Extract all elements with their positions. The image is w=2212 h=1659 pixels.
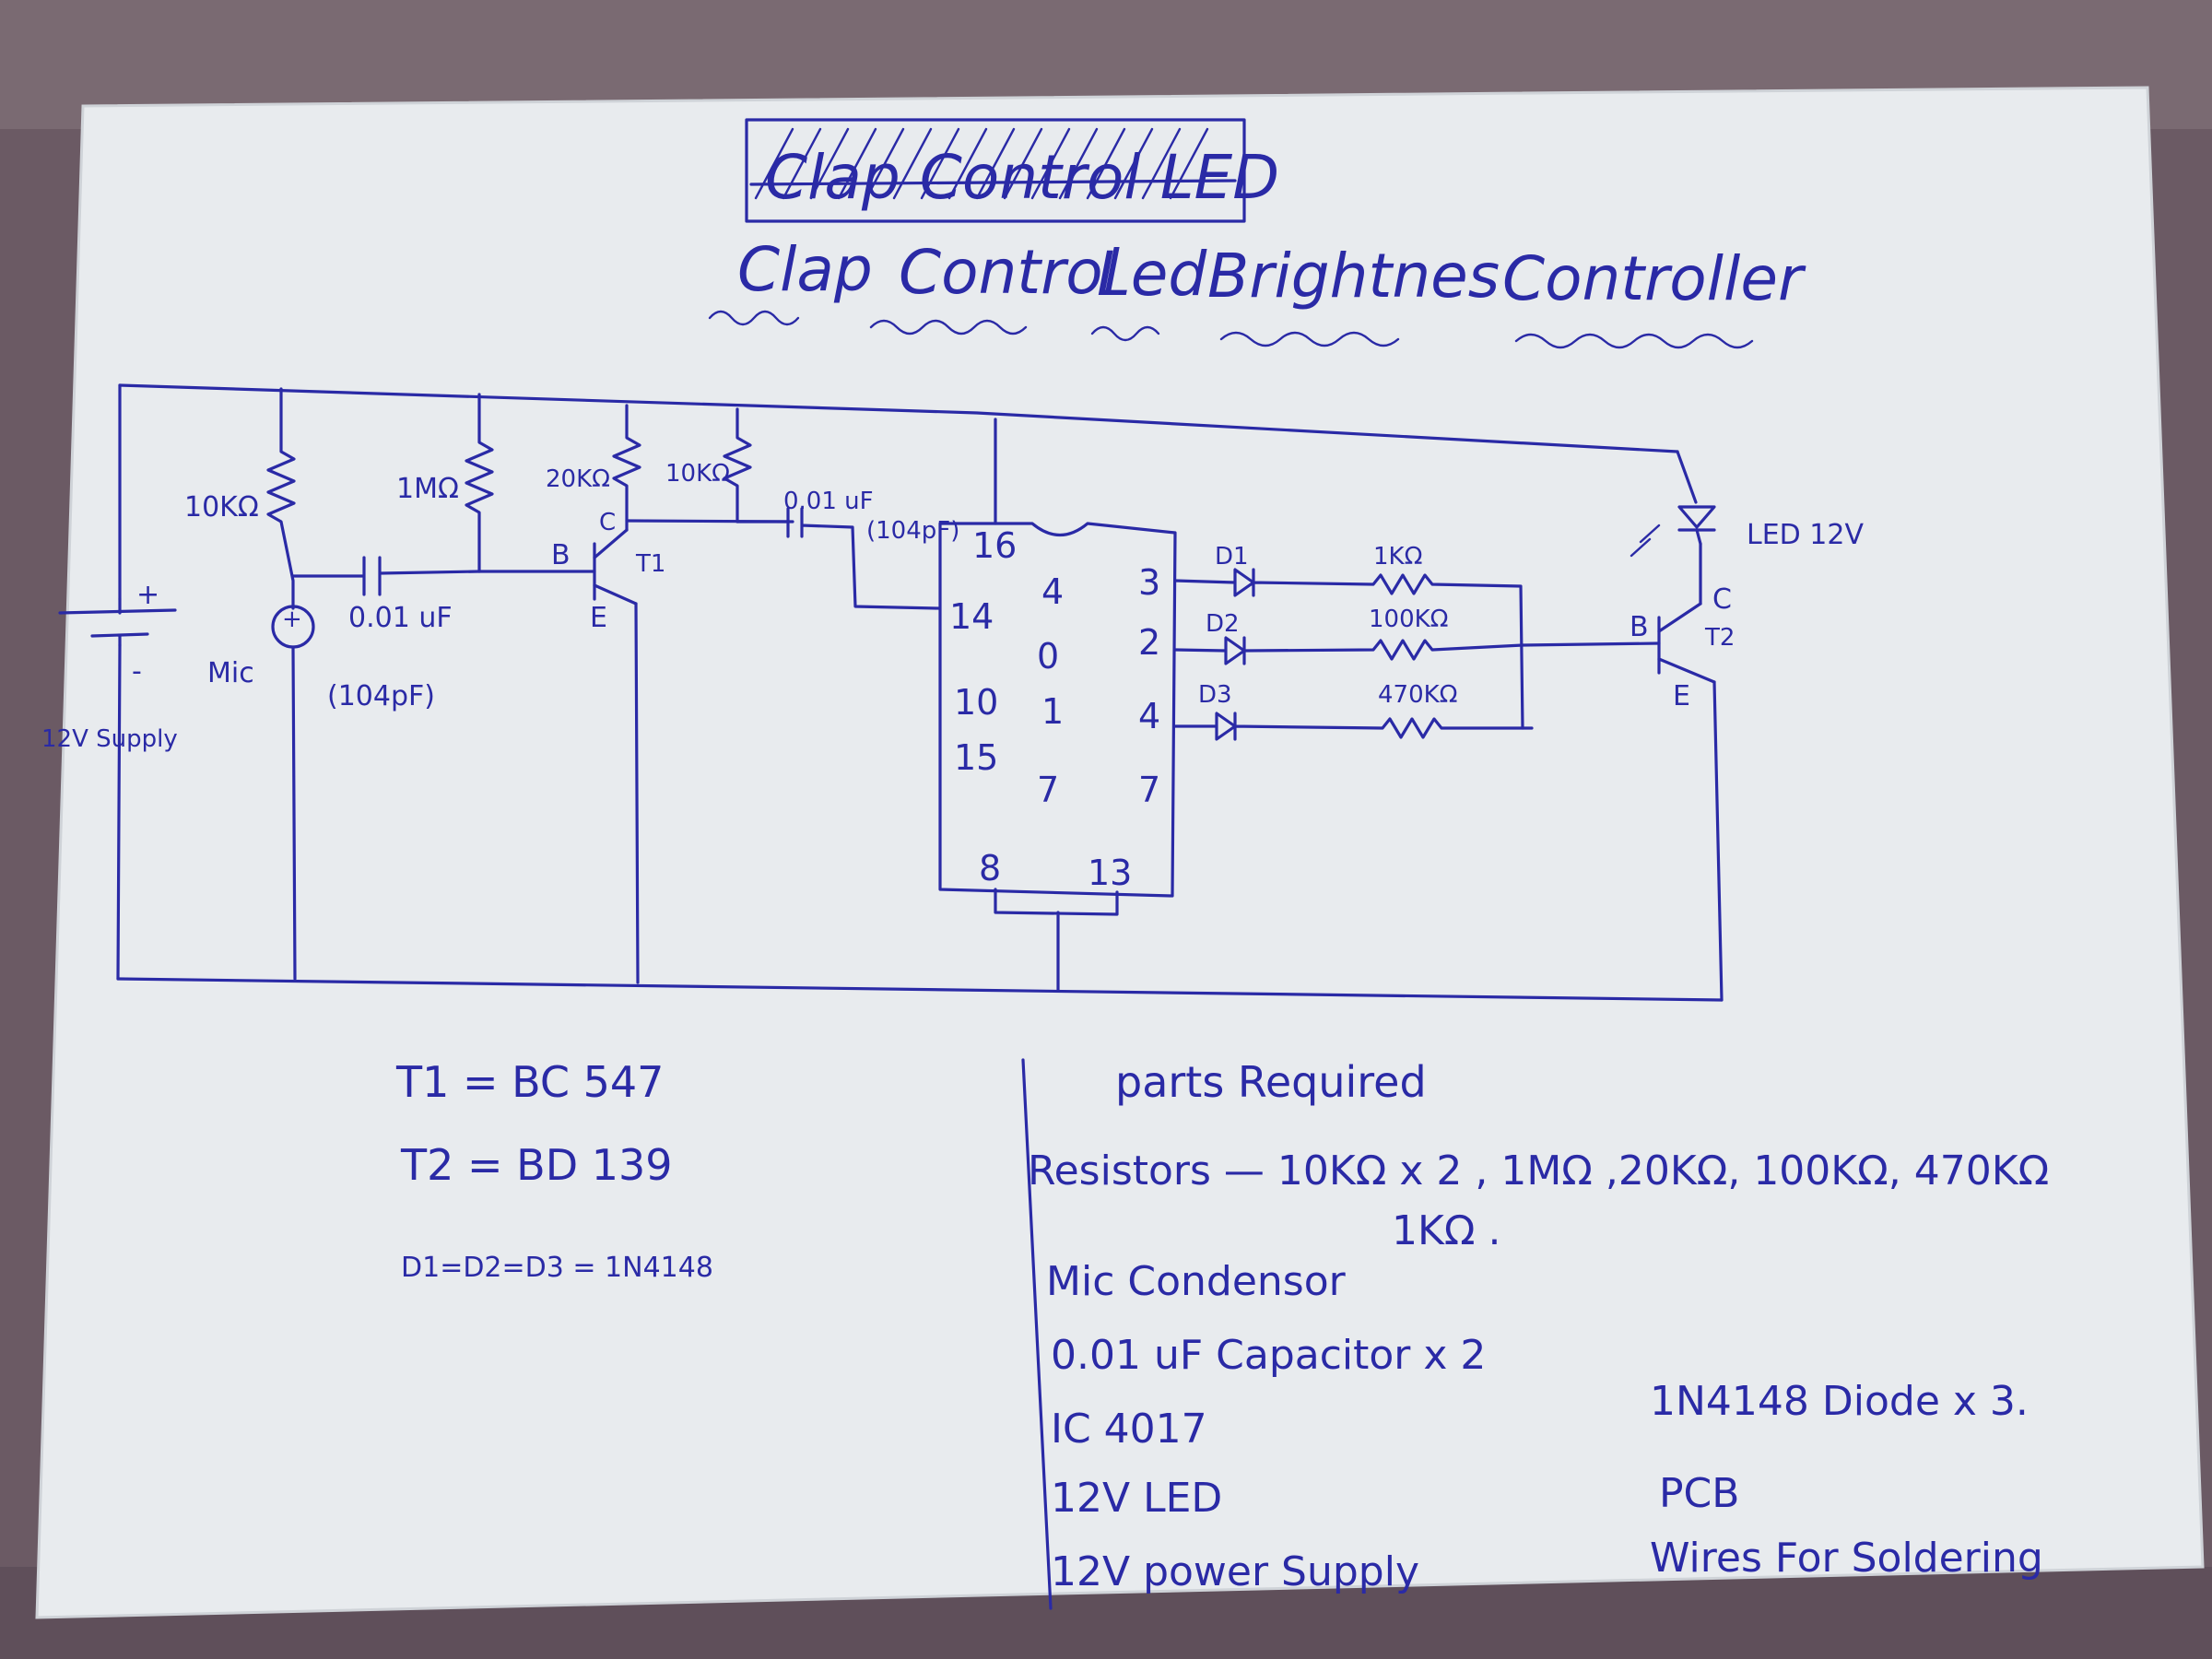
- ic-pin-15: 15: [954, 737, 998, 778]
- parts-item-1b: 1KΩ .: [1392, 1207, 1500, 1254]
- c1-value: 0.01 uF: [348, 602, 453, 634]
- r-1k-label: 1KΩ: [1373, 543, 1422, 571]
- ic-pin-13: 13: [1088, 853, 1132, 893]
- r-100k-label: 100KΩ: [1369, 606, 1449, 633]
- parts-item-4: IC 4017: [1051, 1406, 1207, 1453]
- parts-item-3: 0.01 uF Capacitor x 2: [1051, 1332, 1486, 1379]
- title-word-4: Brightnes: [1207, 241, 1500, 312]
- led-12v: LED 12V: [1630, 450, 1864, 558]
- title-word-3: Led: [1097, 239, 1207, 310]
- parts-item-2: Mic Condensor: [1046, 1258, 1347, 1305]
- t2-e: E: [1673, 680, 1690, 712]
- ic-pin-7: 7: [1138, 770, 1160, 810]
- d3-label: D3: [1198, 681, 1232, 709]
- ic-pin-10: 10: [954, 682, 998, 723]
- t2-b: B: [1630, 611, 1649, 643]
- t1-b: B: [551, 539, 571, 571]
- ic-inner-1: 1: [1041, 691, 1064, 732]
- c1-alt: (104pF): [327, 680, 435, 712]
- ic-inner-4: 4: [1041, 571, 1064, 612]
- schematic: + - 12V Supply 10KΩ + Mic 0.01 uF (104pF…: [41, 383, 1864, 1002]
- mic-label: Mic: [207, 657, 254, 689]
- ic-pin-3: 3: [1138, 562, 1160, 603]
- parts-item-1: Resistors — 10KΩ x 2 , 1MΩ ,20KΩ, 100KΩ,…: [1028, 1147, 2049, 1194]
- supply-label: 12V Supply: [41, 725, 178, 753]
- ic-pin-4: 4: [1138, 696, 1160, 736]
- mic-plus: +: [282, 606, 302, 633]
- title-word-5: Controller: [1502, 243, 1806, 314]
- ic-pin-16: 16: [972, 525, 1017, 566]
- title-word-1: Clap: [737, 234, 873, 305]
- transistor-t1: B C E T1: [551, 509, 665, 984]
- r2-label: 1MΩ: [396, 473, 459, 505]
- parts-item-8: Wires For Soldering: [1650, 1535, 2043, 1582]
- title-word-2: Control: [899, 237, 1121, 308]
- note-t1: T1 = BC 547: [395, 1057, 664, 1107]
- supply-minus: -: [132, 655, 142, 688]
- led-label: LED 12V: [1747, 519, 1864, 551]
- struck-title-text: Clap Control LED: [765, 142, 1279, 213]
- c2-value: 0.01 uF: [783, 488, 874, 515]
- d2-label: D2: [1206, 610, 1240, 638]
- t1-name: T1: [635, 550, 665, 578]
- struck-title: Clap Control LED: [745, 118, 1279, 223]
- t2-c: C: [1712, 583, 1732, 616]
- r4-label: 10KΩ: [665, 460, 730, 488]
- paper-sheet: [35, 86, 2205, 1619]
- c2-alt: (104pF): [866, 517, 959, 545]
- t1-e: E: [590, 602, 607, 634]
- parts-list: parts Required Resistors — 10KΩ x 2 , 1M…: [1021, 1057, 2049, 1610]
- ic-inner-7: 7: [1037, 770, 1059, 810]
- supply-plus: +: [136, 579, 159, 611]
- parts-item-6: 12V power Supply: [1051, 1548, 1419, 1595]
- r-470k-label: 470KΩ: [1378, 681, 1458, 709]
- parts-item-9: 1N4148 Diode x 3.: [1650, 1378, 2029, 1425]
- main-title: Clap Control Led Brightnes Controller: [708, 234, 1806, 349]
- t2-name: T2: [1704, 624, 1735, 652]
- parts-item-5: 12V LED: [1051, 1475, 1222, 1522]
- ic-inner-0: 0: [1037, 636, 1059, 677]
- ic-4017: 16 14 10 15 8 4 0 1 7 3 2 4 7 13: [938, 522, 1177, 898]
- ic-pin-8: 8: [979, 848, 1001, 888]
- ic-pin-2: 2: [1138, 622, 1160, 663]
- note-diodes: D1=D2=D3 = 1N4148: [401, 1252, 713, 1284]
- transistor-notes: T1 = BC 547 T2 = BD 139 D1=D2=D3 = 1N414…: [395, 1057, 713, 1284]
- ic-pin-14: 14: [949, 596, 994, 637]
- r1-label: 10KΩ: [184, 491, 259, 524]
- battery-plate-long: [58, 608, 177, 615]
- d1-label: D1: [1215, 543, 1249, 571]
- parts-heading: parts Required: [1115, 1057, 1427, 1107]
- r3-label: 20KΩ: [546, 465, 610, 493]
- parts-item-7: PCB: [1659, 1470, 1739, 1517]
- diode-branches: D1 D2 D3 1KΩ 100KΩ 470KΩ: [1173, 543, 1534, 741]
- note-t2: T2 = BD 139: [400, 1140, 673, 1190]
- transistor-t2: B C E T2: [1630, 542, 1735, 1002]
- t1-c: C: [599, 509, 616, 536]
- parts-divider: [1021, 1058, 1053, 1610]
